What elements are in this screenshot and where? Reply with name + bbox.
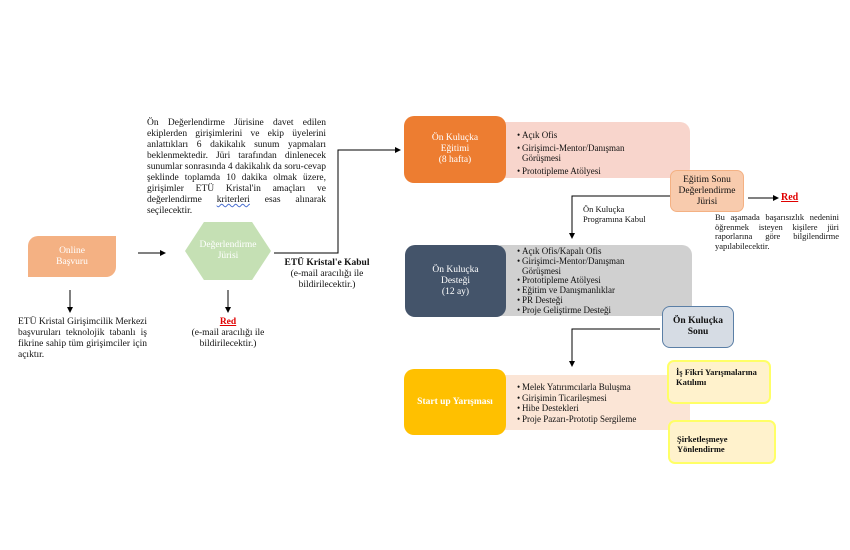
application-note: ETÜ Kristal Girişimcilik Merkezi başvuru… [18, 317, 148, 360]
list-item: Prototipleme Atölyesi [517, 276, 692, 286]
list-item: Açık Ofis [517, 130, 690, 141]
jury-reject: Red (e-mail aracılığı ile bildirilecekti… [191, 317, 265, 349]
list-item: Melek Yatırımcılarla Buluşma [517, 382, 690, 393]
training-reject-note: Bu aşamada başarısızlık nedenini öğrenme… [715, 212, 839, 251]
list-item: Eğitim ve Danışmanlıklar [517, 285, 692, 296]
training-reject-title: Red [781, 192, 799, 203]
list-item: Açık Ofis/Kapalı Ofis [517, 246, 692, 257]
list-item: PR Desteği [517, 295, 692, 306]
arrow-jury-to-training [274, 147, 401, 254]
list-item: Girişimci-Mentor/Danışman Görüşmesi [517, 143, 642, 164]
jury-description: Ön Değerlendirme Jürisine davet edilen e… [147, 118, 326, 216]
training-items-panel: Açık Ofis Girişimci-Mentor/Danışman Görü… [500, 122, 690, 178]
list-item: Hibe Destekleri [517, 403, 690, 414]
arrow-support-end-to-startup [569, 328, 660, 367]
list-item: Prototipleme Atölyesi [517, 166, 690, 177]
list-item: Proje Pazarı-Prototip Sergileme [517, 414, 690, 425]
startup-competition-box: Start up Yarışması [404, 369, 506, 435]
incorporation-box: Şirketleşmeye Yönlendirme [668, 420, 776, 464]
support-items-panel: Açık Ofis/Kapalı Ofis Girişimci-Mentor/D… [500, 245, 692, 316]
acceptance-label: ETÜ Kristal'e Kabul (e-mail aracılığı il… [284, 258, 370, 290]
list-item: Girişimin Ticarileşmesi [517, 393, 690, 404]
list-item: Proje Geliştirme Desteği [517, 305, 692, 316]
idea-competitions-box: İş Fikri Yarışmalarına Katılımı [667, 360, 771, 404]
arrow-training-end-to-support [569, 195, 670, 239]
startup-items-panel: Melek Yatırımcılarla Buluşma Girişimin T… [500, 375, 690, 430]
list-item: Girişimci-Mentor/Danışman Görüşmesi [517, 256, 642, 277]
